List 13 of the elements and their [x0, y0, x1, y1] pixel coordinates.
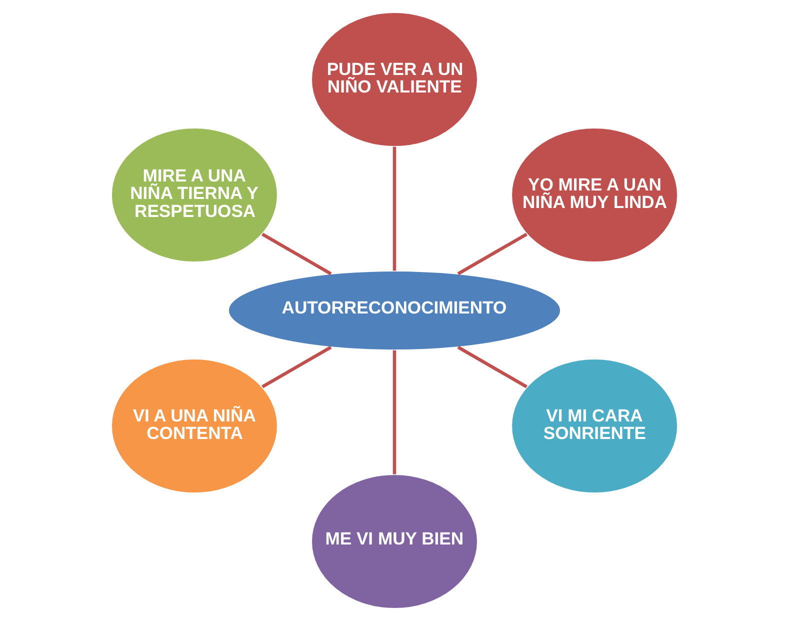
connector — [392, 146, 396, 271]
node-ellipse: VI MI CARA SONRIENTE — [510, 358, 678, 494]
node-ellipse: ME VI MUY BIEN — [310, 474, 478, 610]
node-ellipse: AUTORRECONOCIMIENTO — [227, 270, 561, 351]
connector — [456, 232, 527, 276]
connector — [261, 346, 332, 388]
connector — [392, 350, 396, 474]
connector — [456, 346, 527, 388]
connector — [261, 232, 332, 276]
node-ellipse: MIRE A UNA NIÑA TIERNA Y RESPETUOSA — [110, 127, 278, 263]
node-ellipse: VI A UNA NIÑA CONTENTA — [110, 358, 278, 494]
node-ellipse: PUDE VER A UN NIÑO VALIENTE — [310, 12, 478, 148]
node-ellipse: YO MIRE A UAN NIÑA MUY LINDA — [510, 127, 678, 263]
